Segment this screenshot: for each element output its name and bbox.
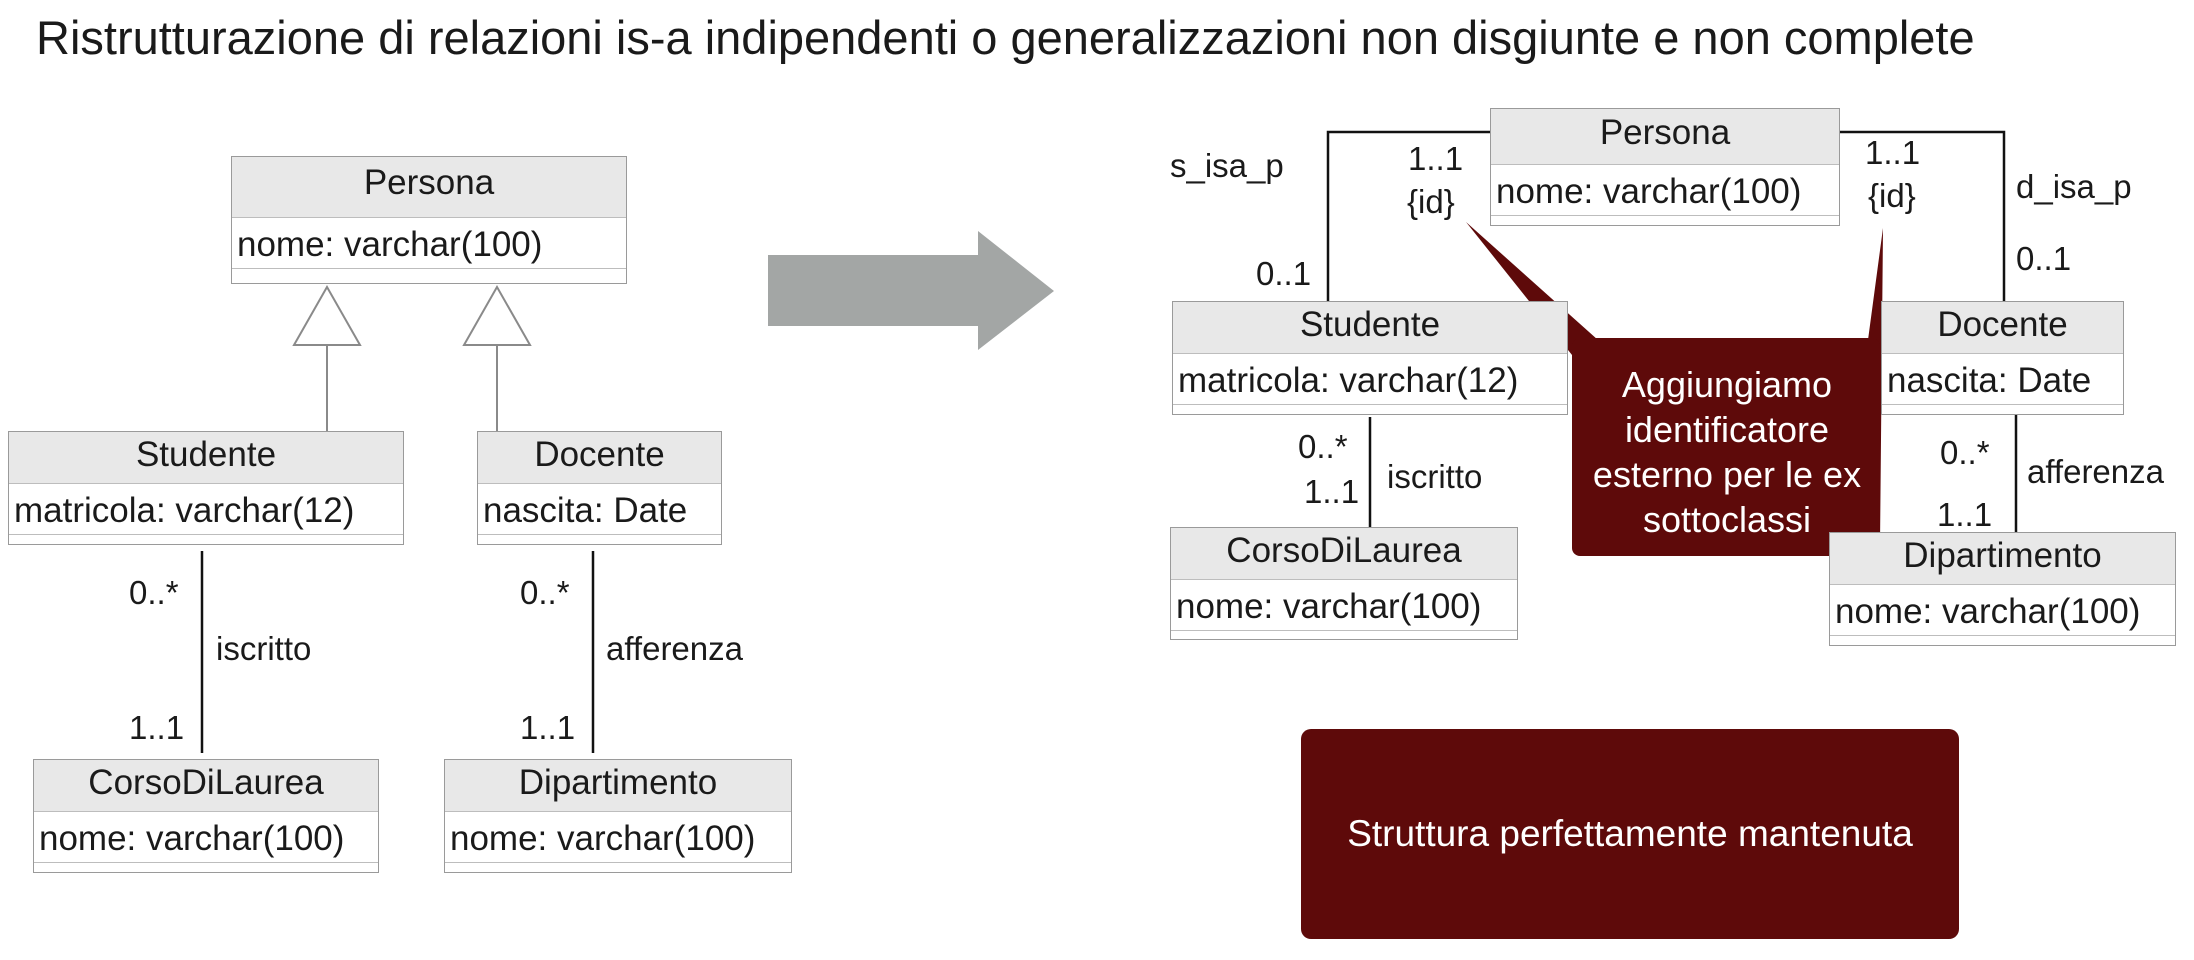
association-label-iscritto: iscritto xyxy=(1387,458,1483,495)
class-footer xyxy=(9,534,403,540)
class-corsodilaurea-left: CorsoDiLaurea nome: varchar(100) xyxy=(33,759,379,873)
association-label-afferenza: afferenza xyxy=(2027,453,2164,490)
class-name: Persona xyxy=(232,157,626,218)
identifier-label: {id} xyxy=(1868,177,1916,214)
callout-box xyxy=(1572,338,1880,556)
class-name: Dipartimento xyxy=(445,760,791,812)
callout-line: identificatore xyxy=(1624,409,1830,450)
class-docente-left: Docente nascita: Date xyxy=(477,431,722,545)
class-attribute: nome: varchar(100) xyxy=(237,225,543,264)
identifier-label: {id} xyxy=(1407,183,1455,220)
class-footer xyxy=(1173,404,1567,410)
class-attribute: nascita: Date xyxy=(483,491,688,530)
class-name: Persona xyxy=(1491,109,1839,165)
class-attribute: nascita: Date xyxy=(1887,361,2092,400)
generalization-triangle-docente xyxy=(462,284,532,346)
class-docente-right: Docente nascita: Date xyxy=(1881,301,2124,415)
multiplicity-label: 1..1 xyxy=(1408,140,1464,177)
class-name: Docente xyxy=(1882,302,2123,354)
callout-text: Aggiungiamo identificatore esterno per l… xyxy=(1576,362,1878,542)
multiplicity-label: 1..1 xyxy=(1937,496,1993,533)
multiplicity-label: 1..1 xyxy=(1304,473,1360,510)
transform-arrow xyxy=(768,231,1054,350)
class-name: Dipartimento xyxy=(1830,533,2175,585)
class-attribute: nome: varchar(100) xyxy=(39,819,345,858)
class-dipartimento-left: Dipartimento nome: varchar(100) xyxy=(444,759,792,873)
multiplicity-label: 1..1 xyxy=(1865,134,1921,171)
callout-line: sottoclassi xyxy=(1642,499,1812,540)
multiplicity-label: 0..* xyxy=(1298,428,1348,465)
class-footer xyxy=(1830,635,2175,641)
multiplicity-label: 0..* xyxy=(129,574,179,611)
multiplicity-label: 1..1 xyxy=(520,709,576,746)
class-name: Studente xyxy=(1173,302,1567,354)
class-footer xyxy=(478,534,721,540)
class-attribute: nome: varchar(100) xyxy=(1176,587,1482,626)
association-line-s-isa-p xyxy=(1326,130,1490,301)
callout-line: Aggiungiamo xyxy=(1621,364,1833,405)
class-attribute: nome: varchar(100) xyxy=(1835,592,2141,631)
association-label-d-isa-p: d_isa_p xyxy=(2016,168,2132,205)
class-footer xyxy=(1491,215,1839,221)
class-dipartimento-right: Dipartimento nome: varchar(100) xyxy=(1829,532,2176,646)
generalization-triangle-studente xyxy=(292,284,362,346)
class-studente-right: Studente matricola: varchar(12) xyxy=(1172,301,1568,415)
multiplicity-label: 0..* xyxy=(1940,434,1990,471)
class-studente-left: Studente matricola: varchar(12) xyxy=(8,431,404,545)
class-footer xyxy=(1171,630,1517,636)
class-attribute: nome: varchar(100) xyxy=(1496,172,1802,211)
multiplicity-label: 1..1 xyxy=(129,709,185,746)
multiplicity-label: 0..1 xyxy=(1256,255,1312,292)
class-name: CorsoDiLaurea xyxy=(1171,528,1517,580)
class-persona-right: Persona nome: varchar(100) xyxy=(1490,108,1840,226)
class-attribute: matricola: varchar(12) xyxy=(1178,361,1519,400)
class-name: CorsoDiLaurea xyxy=(34,760,378,812)
conclusion-banner: Struttura perfettamente mantenuta xyxy=(1301,729,1959,939)
association-label-afferenza: afferenza xyxy=(606,630,743,667)
association-label-iscritto: iscritto xyxy=(216,630,312,667)
class-footer xyxy=(34,862,378,868)
class-footer xyxy=(1882,404,2123,410)
class-corsodilaurea-right: CorsoDiLaurea nome: varchar(100) xyxy=(1170,527,1518,640)
class-name: Studente xyxy=(9,432,403,484)
class-footer xyxy=(445,862,791,868)
association-line-d-isa-p xyxy=(1840,130,2006,301)
class-attribute: nome: varchar(100) xyxy=(450,819,756,858)
association-label-s-isa-p: s_isa_p xyxy=(1170,147,1284,184)
multiplicity-label: 0..* xyxy=(520,574,570,611)
page-title: Ristrutturazione di relazioni is-a indip… xyxy=(36,11,1975,64)
class-attribute: matricola: varchar(12) xyxy=(14,491,355,530)
class-persona-left: Persona nome: varchar(100) xyxy=(231,156,627,284)
callout-line: esterno per le ex xyxy=(1592,454,1862,495)
conclusion-text: Struttura perfettamente mantenuta xyxy=(1347,813,1913,854)
class-name: Docente xyxy=(478,432,721,484)
multiplicity-label: 0..1 xyxy=(2016,240,2072,277)
class-footer xyxy=(232,268,626,274)
